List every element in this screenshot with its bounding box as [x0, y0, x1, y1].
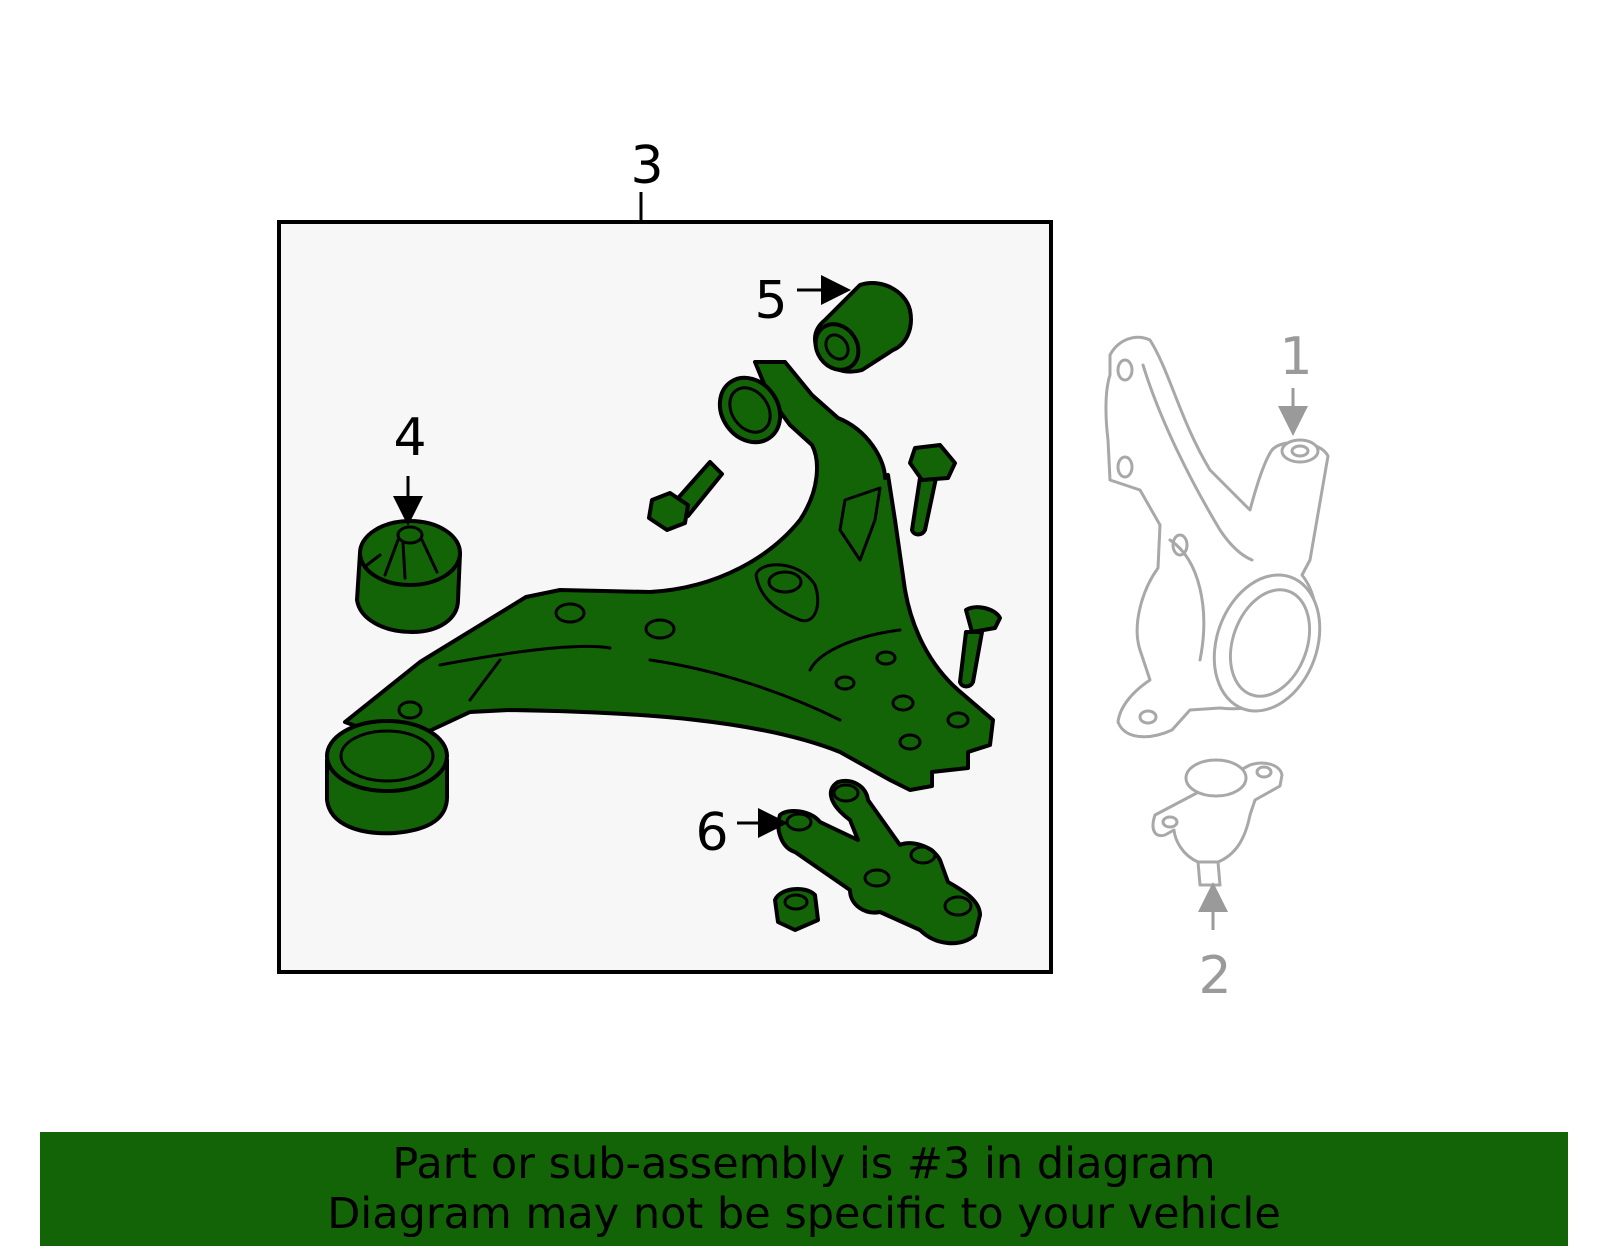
callout-5: 5 — [754, 271, 787, 331]
callout-1: 1 — [1279, 327, 1312, 387]
callout-4: 4 — [393, 408, 426, 468]
front-bushing[interactable] — [807, 281, 913, 378]
banner-line-1: Part or sub-assembly is #3 in diagram — [392, 1139, 1216, 1189]
bolt-upper-left[interactable] — [647, 460, 724, 532]
lower-control-arm[interactable] — [325, 360, 995, 836]
callout-3: 3 — [630, 136, 663, 196]
steering-knuckle[interactable] — [1104, 335, 1338, 739]
bolt-right[interactable] — [958, 605, 1002, 689]
rear-bushing[interactable] — [355, 519, 462, 634]
banner-line-2: Diagram may not be specific to your vehi… — [327, 1189, 1281, 1239]
callout-6: 6 — [695, 803, 728, 863]
bolt-upper-right[interactable] — [908, 443, 957, 537]
ball-joint-nut[interactable] — [773, 887, 820, 932]
lower-ball-joint[interactable] — [1151, 758, 1284, 887]
info-banner: Part or sub-assembly is #3 in diagram Di… — [40, 1132, 1568, 1246]
callout-2: 2 — [1198, 946, 1231, 1006]
